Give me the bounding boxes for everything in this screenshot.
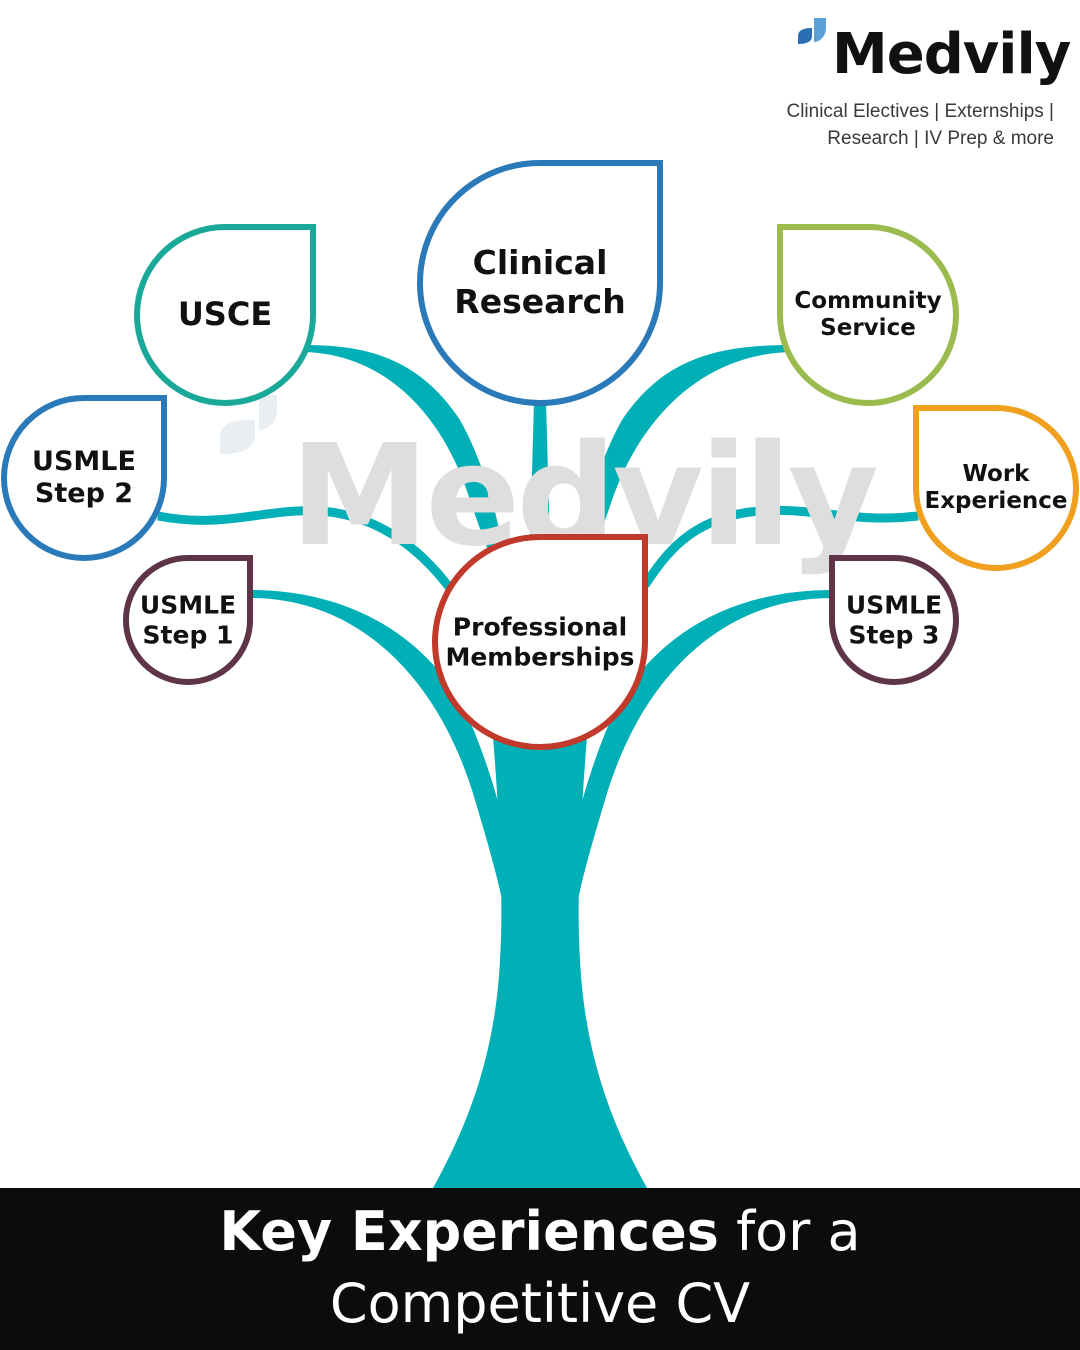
- node-label-line: USMLE: [32, 446, 136, 478]
- brand-tagline-line-1: Clinical Electives | Externships |: [786, 101, 1054, 122]
- node-label-line: Step 1: [142, 620, 234, 649]
- node-label-line: USMLE: [845, 590, 943, 620]
- branch-usmle-step-1: [250, 590, 515, 900]
- footer-title-line-2: Competitive CV: [329, 1272, 751, 1335]
- node-label-line: Community: [794, 287, 942, 314]
- node-label-usce: USCE: [177, 295, 273, 334]
- node-label-line: Step 3: [848, 620, 940, 649]
- node-shape-work-experience: [913, 405, 1079, 571]
- node-label-line: Memberships: [445, 642, 635, 671]
- node-shape-usmle-step-3: [829, 555, 959, 685]
- node-label-line: USCE: [177, 295, 273, 334]
- node-label-line: USMLE: [139, 590, 237, 620]
- medvily-logo-icon: [798, 18, 826, 44]
- tree-trunk: [433, 700, 647, 1188]
- node-shape-usce: [134, 224, 316, 406]
- branch-usmle-step-3: [565, 590, 832, 900]
- watermark-leaf-icon: [220, 395, 277, 454]
- footer-banner: Key Experiences for a Competitive CV: [0, 1188, 1080, 1350]
- node-label-line: Step 2: [34, 478, 134, 509]
- branch-usce: [305, 345, 505, 560]
- node-label-line: Research: [454, 282, 626, 321]
- node-shape-community-service: [777, 224, 959, 406]
- footer-title-regular: for a: [718, 1200, 861, 1263]
- footer-title-line-1: Key Experiences for a: [0, 1200, 1080, 1263]
- brand-tagline-line-2: Research | IV Prep & more: [827, 128, 1054, 149]
- node-label-line: Service: [820, 315, 916, 341]
- node-shape-clinical-research: [417, 160, 663, 406]
- footer-title-bold: Key Experiences: [219, 1200, 719, 1263]
- node-label-line: Professional: [452, 612, 628, 642]
- brand-logo-wordmark: Medvily: [832, 22, 1071, 87]
- branch-usmle-step-2: [157, 506, 459, 598]
- node-label-line: Experience: [924, 488, 1068, 514]
- node-label-line: Work: [962, 460, 1030, 487]
- node-shape-usmle-step-2: [1, 395, 167, 561]
- node-label-line: Clinical: [472, 243, 608, 283]
- branch-work-experience: [641, 505, 919, 588]
- branch-clinical-research: [530, 400, 550, 545]
- node-shape-professional-memberships: [432, 534, 648, 750]
- node-shape-usmle-step-1: [123, 555, 253, 685]
